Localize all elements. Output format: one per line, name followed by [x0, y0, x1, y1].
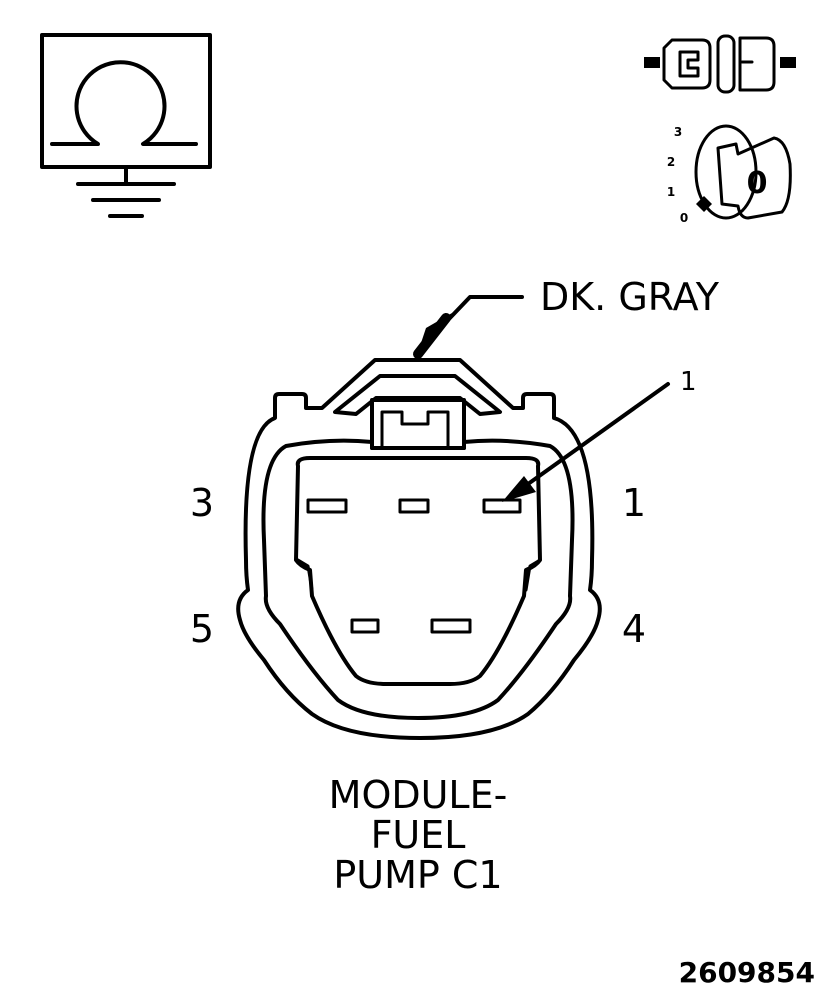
- ignition-position-3: 3: [674, 125, 682, 139]
- connector-disconnected-icon: [644, 34, 796, 94]
- figure-number: 2609854: [679, 956, 815, 989]
- ignition-key-off-icon: 3 2 1 0 0: [667, 124, 792, 225]
- terminal-pin-2: [398, 498, 430, 514]
- pin-callout-arrowhead: [502, 476, 536, 502]
- pin-label-1: 1: [622, 481, 646, 525]
- pin-label-4: 4: [622, 607, 646, 651]
- ignition-pointer: [696, 196, 712, 212]
- terminal-pin-4: [430, 618, 472, 634]
- color-callout: DK. GRAY: [413, 275, 720, 359]
- pin-callout: 1: [502, 367, 697, 502]
- connector-face: [236, 358, 602, 740]
- component-name: MODULE- FUEL PUMP C1: [329, 773, 508, 897]
- component-name-line-3: PUMP C1: [333, 853, 502, 897]
- pin-label-3: 3: [190, 481, 214, 525]
- pin-label-5: 5: [190, 607, 214, 651]
- terminal-pin-5: [350, 618, 380, 634]
- pin-labels: 3 1 5 4: [190, 481, 646, 651]
- terminal-pin-1: [482, 498, 522, 514]
- callout-pin-label: 1: [680, 367, 697, 397]
- ignition-key-label: 0: [747, 166, 768, 201]
- connector-color-label: DK. GRAY: [540, 275, 720, 319]
- ignition-position-0: 0: [680, 211, 688, 225]
- ignition-position-1: 1: [667, 185, 675, 199]
- ignition-position-2: 2: [667, 155, 675, 169]
- component-name-line-2: FUEL: [371, 813, 466, 857]
- component-name-line-1: MODULE-: [329, 773, 508, 817]
- ohm-ground-icon: [40, 33, 212, 218]
- terminal-pin-3: [306, 498, 348, 514]
